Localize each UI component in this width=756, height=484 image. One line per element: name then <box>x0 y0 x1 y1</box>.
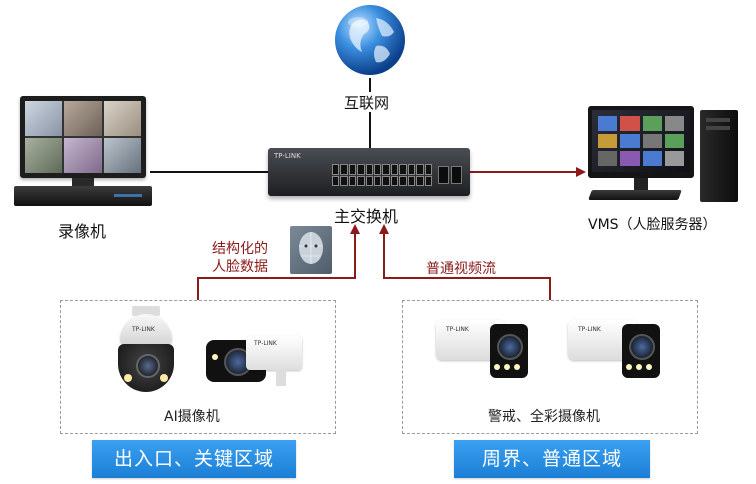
face-data-label-line1: 结构化的 <box>212 241 268 257</box>
internet-label: 互联网 <box>344 94 390 112</box>
bullet-camera-right-2: TP-LINK <box>562 314 662 384</box>
bullet-right1-brand: TP-LINK <box>446 326 469 333</box>
vms-monitor-stand <box>634 178 648 190</box>
zone-right <box>402 300 698 434</box>
banner-left: 出入口、关键区域 <box>92 440 296 478</box>
nvr-box <box>14 186 152 206</box>
bullet-right2-brand: TP-LINK <box>578 326 601 333</box>
face-data-arrowhead <box>350 224 360 234</box>
face-data-link <box>197 232 356 300</box>
vms-arrowhead <box>576 167 586 177</box>
switch-brand: TP-LINK <box>274 152 301 160</box>
monitor-screen <box>25 101 141 173</box>
vms-label: VMS（人脸服务器） <box>588 217 717 233</box>
internet-globe <box>332 2 408 78</box>
switch-label: 主交换机 <box>334 207 399 226</box>
vms-computer <box>588 100 738 210</box>
ptz-brand: TP-LINK <box>132 326 155 333</box>
vms-keyboard <box>588 190 682 200</box>
vms-screen <box>592 110 690 172</box>
monitor-stand <box>72 178 94 186</box>
bullet-camera-right-1: TP-LINK <box>430 314 530 384</box>
recorder-monitor <box>20 96 146 178</box>
ptz-camera: TP-LINK <box>112 306 180 396</box>
face-scan-icon <box>290 226 332 274</box>
recorder-device <box>14 96 154 212</box>
main-switch: TP-LINK <box>268 148 470 196</box>
zone-right-caption: 警戒、全彩摄像机 <box>488 409 600 425</box>
zone-left-caption: AI摄像机 <box>164 409 220 425</box>
recorder-label: 录像机 <box>58 222 107 241</box>
stream-label: 普通视频流 <box>426 261 496 277</box>
stream-link <box>383 232 551 300</box>
vms-tower <box>700 110 738 202</box>
vms-monitor <box>588 106 694 178</box>
switch-sfp-ports <box>438 166 462 184</box>
bullet-camera-left: TP-LINK <box>206 330 302 390</box>
banner-right: 周界、普通区域 <box>454 440 650 478</box>
switch-ports <box>332 164 432 186</box>
zone-left <box>60 300 336 434</box>
stream-arrowhead <box>379 224 389 234</box>
bullet-left-brand: TP-LINK <box>254 340 277 347</box>
globe-icon <box>335 5 405 75</box>
face-data-label-line2: 人脸数据 <box>212 259 268 275</box>
